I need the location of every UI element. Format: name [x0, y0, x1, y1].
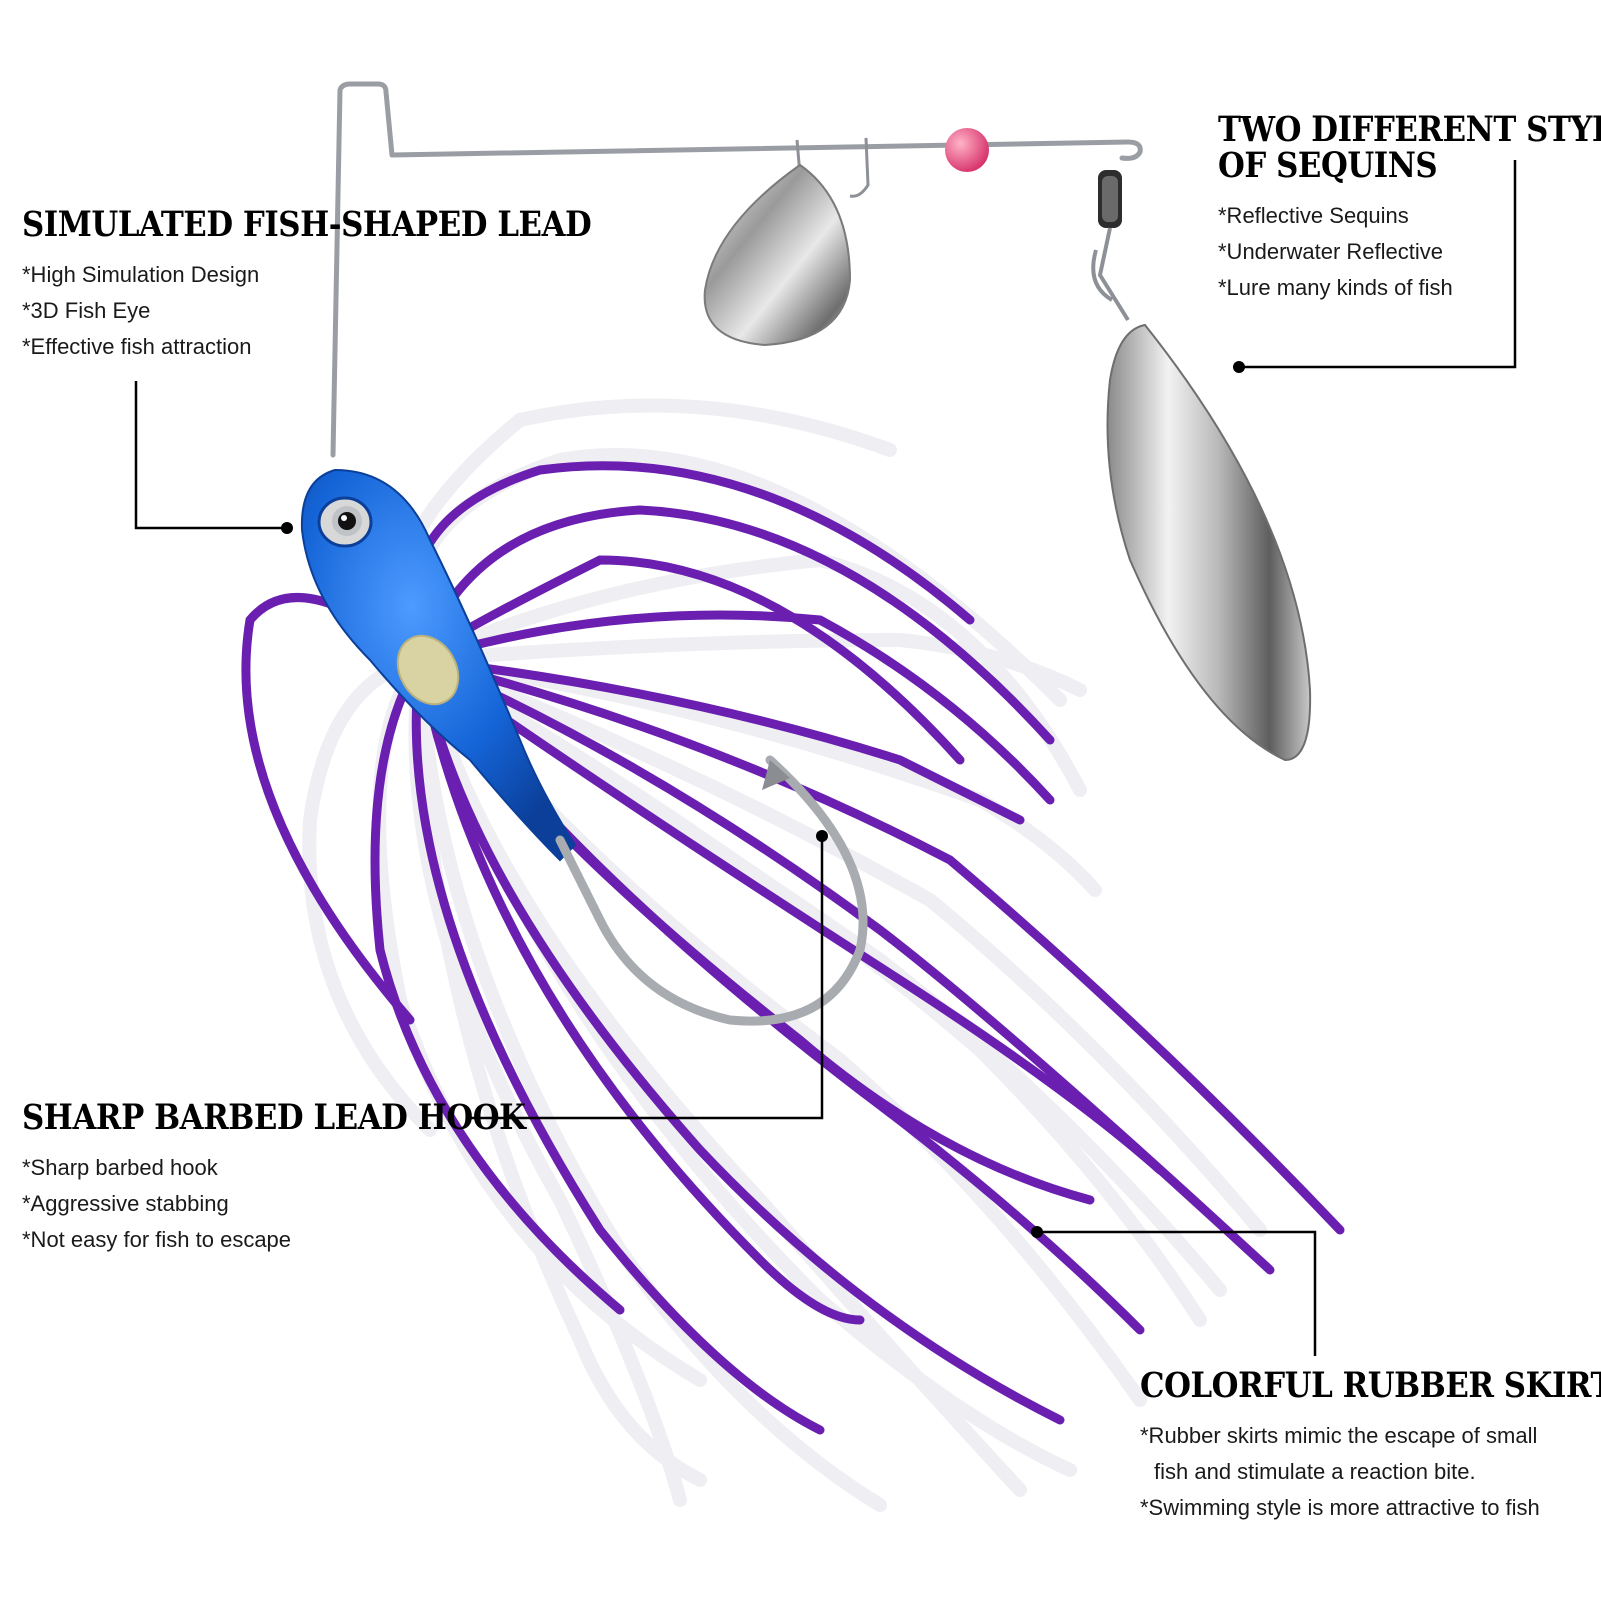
hook — [555, 755, 868, 1026]
callout-skirts-line-2: fish and stimulate a reaction bite. — [1154, 1459, 1476, 1484]
willow-blade — [1106, 323, 1312, 762]
callout-sequins-line-2: *Underwater Reflective — [1218, 239, 1443, 264]
pink-bead — [945, 128, 989, 172]
callout-hook-line-2: *Aggressive stabbing — [22, 1191, 229, 1216]
callout-sequins: TWO DIFFERENT STYLES OF SEQUINS *Reflect… — [1218, 112, 1601, 306]
callout-hook: SHARP BARBED LEAD HOOK *Sharp barbed hoo… — [22, 1100, 594, 1258]
callout-hook-line-1: *Sharp barbed hook — [22, 1155, 218, 1180]
skirt-band — [396, 634, 460, 706]
wire-arm — [330, 81, 1143, 458]
callout-hook-title: SHARP BARBED LEAD HOOK — [22, 1097, 526, 1138]
callout-sequins-title-1: TWO DIFFERENT STYLES — [1218, 109, 1601, 150]
callout-skirts-line-3: *Swimming style is more attractive to fi… — [1140, 1495, 1540, 1520]
callout-hook-line-3: *Not easy for fish to escape — [22, 1227, 292, 1252]
callout-sequins-title-2: OF SEQUINS — [1218, 145, 1438, 186]
callout-lead-line-2: *3D Fish Eye — [22, 298, 151, 323]
callout-sequins-line-3: *Lure many kinds of fish — [1218, 275, 1453, 300]
callout-lead-line-1: *High Simulation Design — [22, 262, 260, 287]
callout-skirts: COLORFUL RUBBER SKIRTS *Rubber skirts mi… — [1140, 1368, 1601, 1526]
callout-dots — [281, 361, 1245, 1238]
swivel — [1091, 170, 1130, 322]
hook-barb — [762, 760, 790, 790]
callout-lead: SIMULATED FISH-SHAPED LEAD *High Simulat… — [22, 207, 669, 365]
colorado-blade — [703, 163, 852, 347]
callout-skirts-line-1: *Rubber skirts mimic the escape of small — [1140, 1423, 1538, 1448]
callout-connectors — [134, 160, 1517, 1356]
callout-sequins-line-1: *Reflective Sequins — [1218, 203, 1409, 228]
callout-skirts-title: COLORFUL RUBBER SKIRTS — [1140, 1365, 1601, 1406]
callout-lead-line-3: *Effective fish attraction — [22, 334, 252, 359]
fish-eye-icon — [317, 496, 373, 548]
skirt-white-strands — [302, 398, 1267, 1512]
callout-lead-title: SIMULATED FISH-SHAPED LEAD — [22, 204, 592, 245]
